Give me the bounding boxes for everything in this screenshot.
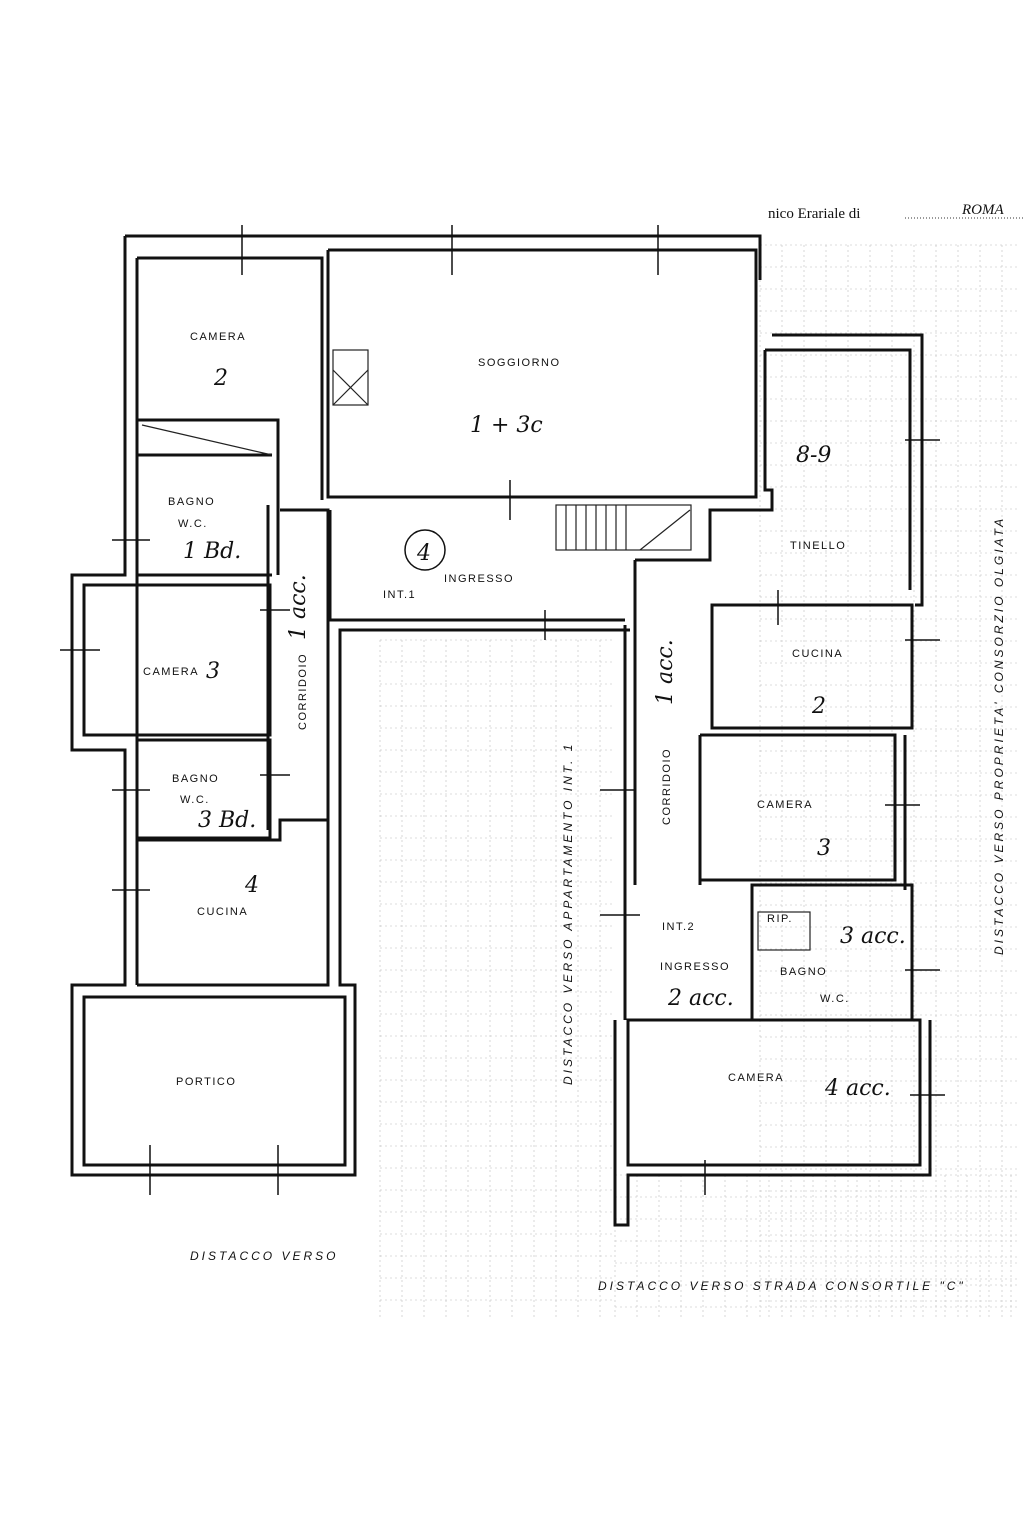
openings <box>60 225 945 1195</box>
bagno-3-label: BAGNO <box>780 966 827 978</box>
cucina-2-num: 2 <box>811 694 826 719</box>
camera-3-label: CAMERA <box>143 666 199 678</box>
camera-3-num: 3 <box>206 659 220 684</box>
camera-5-label: CAMERA <box>728 1072 784 1084</box>
camera-2-label: CAMERA <box>190 331 246 343</box>
header-text: nico Erariale di <box>768 206 860 222</box>
bagno-3-wc: W.C. <box>820 993 850 1005</box>
corridoio-2-label: CORRIDOIO <box>661 748 673 825</box>
tinello-label: TINELLO <box>790 540 846 552</box>
note-olgiata: DISTACCO VERSO PROPRIETA' CONSORZIO OLGI… <box>992 516 1006 955</box>
soggiorno-num: 1 + 3c <box>470 413 543 438</box>
bagno-2-num: 3 Bd. <box>198 808 256 833</box>
note-appartamento: DISTACCO VERSO APPARTAMENTO INT. 1 <box>561 742 575 1085</box>
left-unit-walls <box>70 234 762 1177</box>
bagno-1-label: BAGNO <box>168 496 215 508</box>
bagno-1-num: 1 Bd. <box>183 539 241 564</box>
graph-paper-grid <box>379 244 1020 1320</box>
ingresso-1-num: 4 <box>416 541 431 566</box>
ingresso-2-num: 2 acc. <box>667 986 734 1011</box>
camera-4-label: CAMERA <box>757 799 813 811</box>
note-distacco-left: DISTACCO VERSO <box>190 1249 338 1263</box>
note-distacco-strada: DISTACCO VERSO STRADA CONSORTILE "C" <box>598 1279 966 1293</box>
ingresso-1-circle <box>404 529 446 571</box>
corridoio-2-num: 1 acc. <box>653 639 678 705</box>
fireplace <box>332 349 369 406</box>
corridoio-1-label: CORRIDOIO <box>297 653 309 730</box>
ingresso-1-label: INGRESSO <box>444 573 514 585</box>
corridoio-1-num: 1 acc. <box>286 574 311 640</box>
portico-label: PORTICO <box>176 1076 236 1088</box>
rip-label: RIP. <box>767 913 793 925</box>
cucina-1-label: CUCINA <box>197 906 248 918</box>
cucina-1-num: 4 <box>244 873 259 898</box>
header-city: ROMA <box>961 202 1004 218</box>
bagno-2-wc: W.C. <box>180 794 210 806</box>
soggiorno-label: SOGGIORNO <box>478 357 561 369</box>
ingresso-2-label: INGRESSO <box>660 961 730 973</box>
camera-5-num: 4 acc. <box>824 1076 891 1101</box>
stairs <box>555 504 692 551</box>
camera-4-num: 3 <box>817 836 831 861</box>
bagno-2-label: BAGNO <box>172 773 219 785</box>
bagno-3-num: 3 acc. <box>840 924 906 949</box>
camera-2-num: 2 <box>213 366 228 391</box>
vano-9-num: 8-9 <box>796 443 831 468</box>
right-unit-walls <box>613 333 932 1227</box>
int-2-label: INT.2 <box>662 921 695 933</box>
cucina-2-label: CUCINA <box>792 648 843 660</box>
int-1-label: INT.1 <box>383 589 416 601</box>
bagno-1-wc: W.C. <box>178 518 208 530</box>
